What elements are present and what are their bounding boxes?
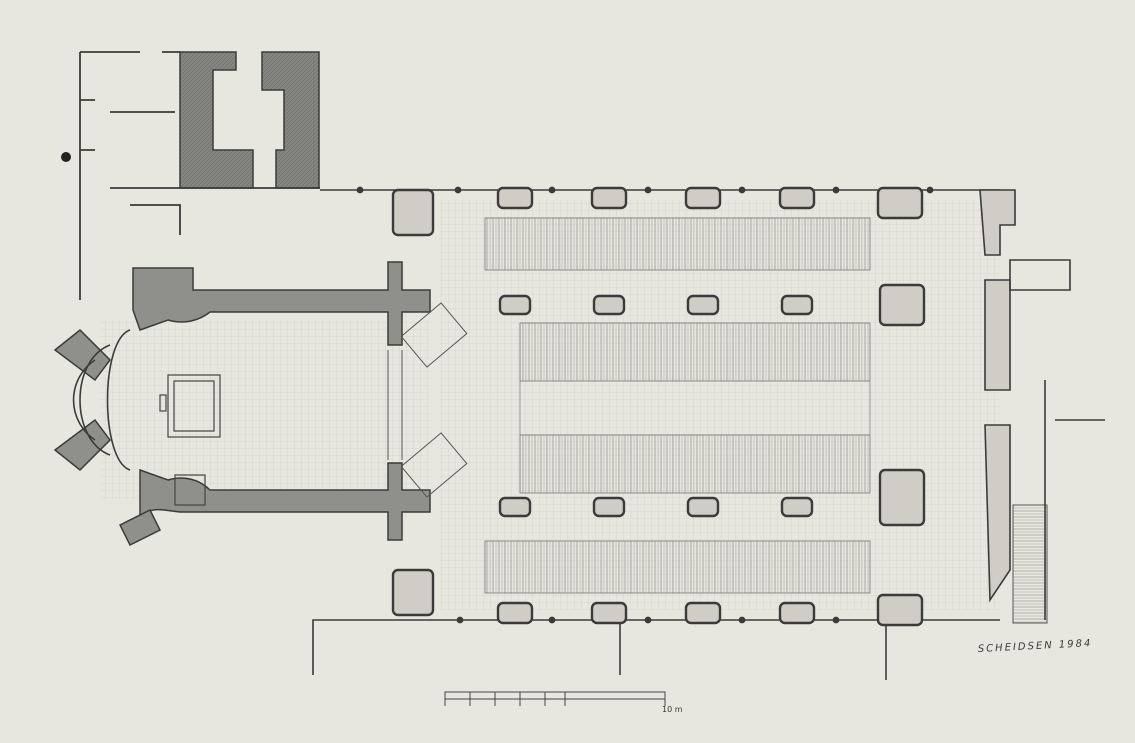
nave-pier [780, 294, 814, 316]
nave-pier [686, 496, 720, 518]
wall-pier [684, 601, 722, 625]
nave-pier [592, 294, 626, 316]
altar [159, 374, 221, 506]
signature-text: SCHEIDSEN 1984 [978, 638, 1093, 655]
nave-pier [498, 496, 532, 518]
wall-pier [496, 601, 534, 625]
crossing [387, 302, 468, 498]
wall-pier [590, 601, 628, 625]
corridor-walls [79, 51, 320, 300]
sacristy-walls [179, 51, 320, 189]
apse [72, 329, 131, 471]
nave-pier [592, 496, 626, 518]
wall-piers [391, 186, 924, 627]
wall-pier [778, 186, 816, 210]
pews [484, 217, 1048, 624]
wall-pier [391, 568, 435, 617]
nave-pier [780, 496, 814, 518]
nave-pier [686, 294, 720, 316]
location-dot [61, 152, 71, 162]
wall-pier [391, 188, 435, 237]
nave-pier [878, 283, 926, 327]
nave-pier [878, 468, 926, 527]
west-wall [979, 189, 1105, 620]
wall-pier [496, 186, 534, 210]
south-wall [312, 616, 1000, 680]
wall-pier [590, 186, 628, 210]
scale-label: 10 m [662, 705, 683, 714]
wall-pier [778, 601, 816, 625]
wall-pier [876, 593, 924, 627]
wall-pier [876, 186, 924, 220]
wall-pier [684, 186, 722, 210]
nave-piers [498, 283, 926, 527]
nave-pier [498, 294, 532, 316]
choir-walls [53, 261, 431, 547]
scale-bar [444, 691, 666, 706]
